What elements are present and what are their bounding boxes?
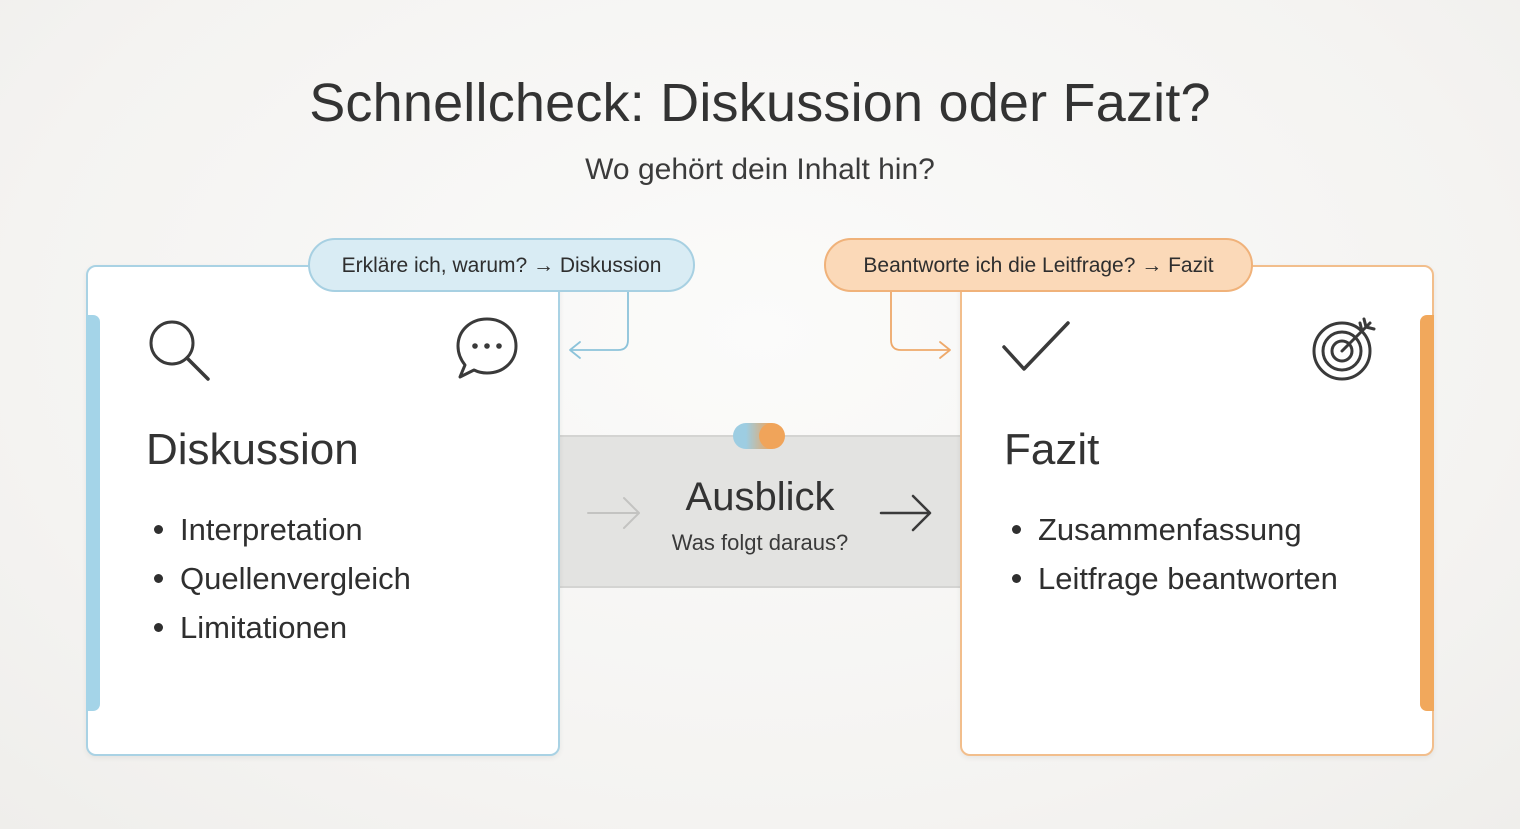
list-item: Limitationen [152, 603, 411, 652]
ausblick-subtitle: Was folgt daraus? [671, 530, 849, 555]
fazit-question-pill: Beantworte ich die Leitfrage? → Fazit [824, 238, 1253, 292]
fazit-title: Fazit [1004, 425, 1100, 474]
left-elbow-arrowhead [569, 341, 581, 359]
page-subtitle: Wo gehört dein Inhalt hin? [585, 153, 935, 186]
list-item: Zusammenfassung [1010, 505, 1338, 554]
fazit-list: Zusammenfassung Leitfrage beantworten [1010, 505, 1338, 603]
list-item: Quellenvergleich [152, 554, 411, 603]
ausblick-title: Ausblick [685, 475, 835, 519]
search-icon [149, 320, 210, 381]
page-title: Schnellcheck: Diskussion oder Fazit? [309, 73, 1211, 133]
dark-arrow-icon [879, 494, 932, 532]
toggle-indicator [733, 423, 787, 449]
fazit-card: Fazit Zusammenfassung Leitfrage beantwor… [960, 265, 1434, 756]
checkmark-icon [1002, 321, 1070, 371]
chat-bubble-icon [456, 317, 518, 379]
diskussion-accent-bar [86, 315, 100, 711]
faint-arrow-icon [587, 497, 640, 529]
diskussion-list: Interpretation Quellenvergleich Limitati… [152, 505, 411, 652]
list-item: Leitfrage beantworten [1010, 554, 1338, 603]
right-elbow-arrowhead [939, 341, 951, 359]
ausblick-band [560, 435, 960, 588]
fazit-accent-bar [1420, 315, 1434, 711]
diskussion-question-pill: Erkläre ich, warum? → Diskussion [308, 238, 695, 292]
left-elbow-arrow [570, 292, 629, 351]
list-item: Interpretation [152, 505, 411, 554]
diskussion-card: Diskussion Interpretation Quellenverglei… [86, 265, 560, 756]
target-icon [1312, 317, 1376, 381]
right-elbow-arrow [890, 292, 950, 351]
diskussion-title: Diskussion [146, 425, 359, 474]
